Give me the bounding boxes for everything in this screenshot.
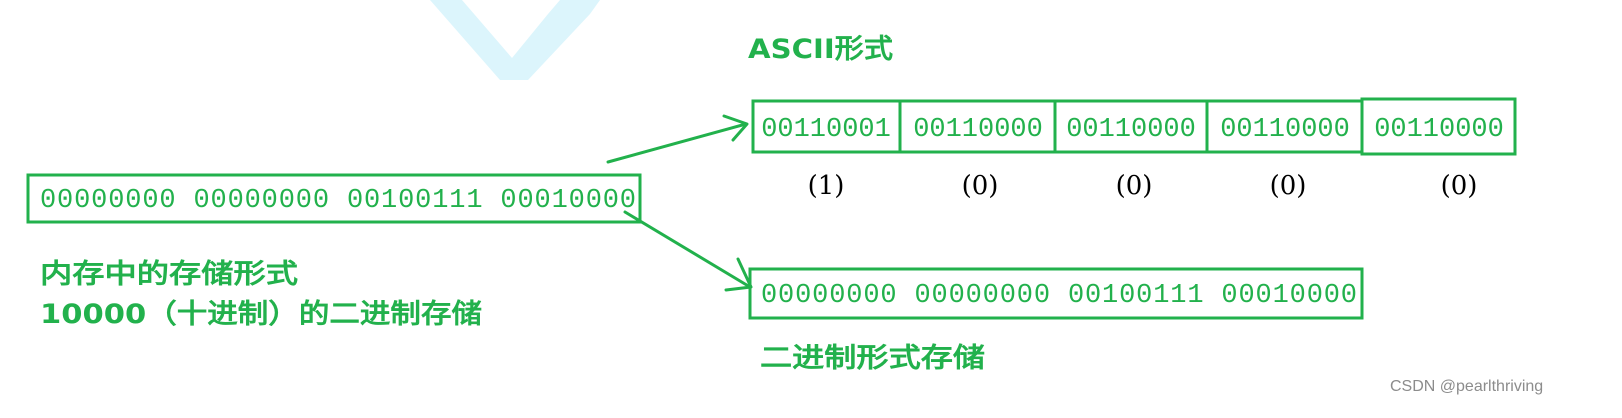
ascii-cell-bits: 00110000: [913, 115, 1043, 145]
ascii-cell-bits: 00110000: [1220, 115, 1350, 145]
ascii-char-label: (0): [1116, 171, 1153, 201]
ascii-cell-box: [1360, 97, 1517, 156]
binary-storage: 00000000 00000000 00100111 00010000 二进制形…: [748, 267, 1364, 374]
arrow-to-ascii-head: [722, 114, 749, 142]
memory-storage: 00000000 00000000 00100111 00010000 内存中的…: [26, 173, 642, 330]
watermark-logo: [430, 0, 600, 80]
arrow-to-ascii: [606, 114, 749, 164]
ascii-cell-bits: 00110000: [1374, 115, 1504, 145]
arrow-to-ascii-shaft: [606, 122, 748, 164]
ascii-cell-bits: 00110001: [761, 115, 891, 145]
watermark-text: CSDN @pearlthriving: [1390, 378, 1543, 395]
binary-bits-box: [748, 267, 1364, 320]
watermark-logo-stroke: [430, 0, 600, 80]
binary-title: 二进制形式存储: [760, 343, 985, 374]
ascii-char-label: (0): [1441, 171, 1478, 201]
binary-bits: 00000000 00000000 00100111 00010000: [761, 281, 1357, 311]
memory-bits-box: [26, 173, 642, 224]
ascii-cell-bits: 00110000: [1066, 115, 1196, 145]
ascii-char-label: (0): [1270, 171, 1307, 201]
arrow-to-binary: [623, 210, 753, 292]
ascii-cells: 00110001 00110000 00110000 00110000 0011…: [751, 97, 1517, 156]
memory-caption-line1: 内存中的存储形式: [40, 258, 298, 290]
ascii-title: ASCII形式: [748, 34, 893, 65]
memory-caption-line2: 10000（十进制）的二进制存储: [40, 298, 482, 330]
arrow-to-binary-shaft: [623, 210, 752, 289]
ascii-char-label: (1): [808, 171, 845, 201]
memory-bits: 00000000 00000000 00100111 00010000: [40, 186, 636, 216]
ascii-char-labels: (1) (0) (0) (0) (0): [808, 171, 1478, 201]
ascii-char-label: (0): [962, 171, 999, 201]
